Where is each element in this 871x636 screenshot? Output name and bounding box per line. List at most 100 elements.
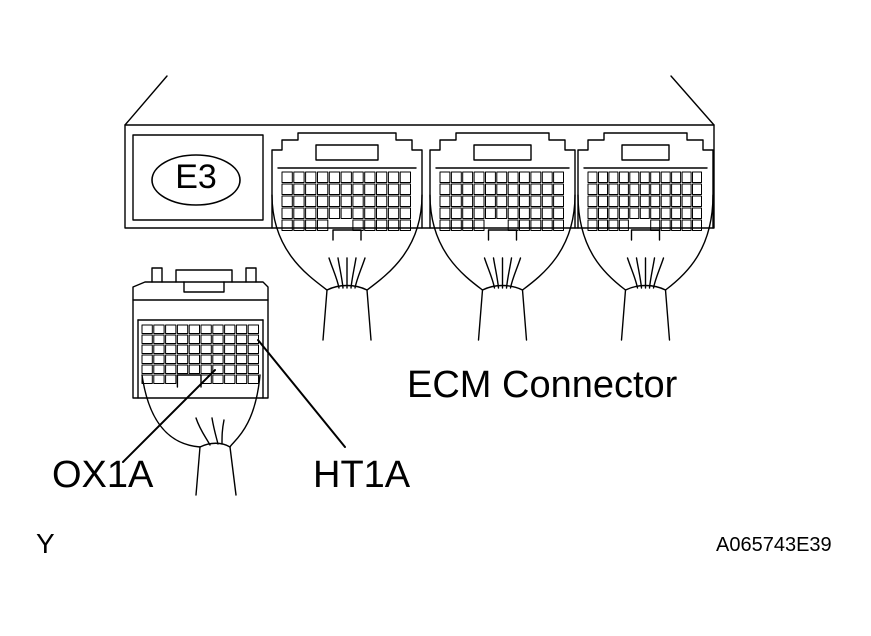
connector-key — [332, 229, 362, 241]
terminal-cavity — [305, 207, 317, 219]
terminal-cavity — [281, 183, 293, 195]
terminal-cavity — [650, 183, 661, 195]
wire — [652, 257, 665, 289]
connector-key — [176, 374, 202, 388]
terminal-cavity — [519, 207, 530, 219]
terminal-cavity — [212, 364, 224, 374]
terminal-cavity — [399, 219, 412, 231]
terminal-cavity — [629, 171, 640, 183]
terminal-cavity — [541, 195, 553, 207]
terminal-cavity — [328, 207, 341, 219]
terminal-cavity — [530, 219, 542, 231]
terminal-cavity — [293, 207, 305, 219]
terminal-cavity — [141, 334, 153, 344]
ecm-connector-1 — [271, 132, 423, 341]
cable-left — [477, 289, 484, 341]
terminal-cavity — [650, 171, 661, 183]
connector-key — [487, 229, 518, 241]
ox1a-terminal-label: OX1A — [52, 454, 154, 496]
terminal-cavity — [376, 207, 388, 219]
terminal-cavity — [629, 195, 640, 207]
terminal-cavity — [224, 354, 236, 364]
terminal-cavity — [507, 219, 519, 231]
terminal-cavity — [608, 183, 619, 195]
terminal-cavity — [317, 219, 329, 231]
loom-right — [366, 194, 423, 291]
terminal-cavity — [305, 171, 317, 183]
cable-left — [322, 289, 328, 341]
side-connector-terminals — [141, 324, 259, 388]
terminal-cavity — [293, 183, 305, 195]
terminal-cavity — [507, 207, 519, 219]
terminal-cavity — [224, 364, 236, 374]
terminal-cavity — [587, 171, 598, 183]
terminal-cavity — [598, 219, 608, 231]
wire — [492, 257, 500, 289]
terminal-cavity — [553, 219, 564, 231]
cable-left — [620, 289, 627, 341]
terminal-cavity — [530, 207, 542, 219]
terminal-cavity — [692, 183, 702, 195]
ecm-housing — [124, 75, 715, 229]
terminal-cavity — [188, 364, 200, 374]
wire — [337, 257, 344, 289]
terminal-cavity — [541, 219, 553, 231]
terminal-cavity — [141, 324, 153, 334]
terminal-cavity — [224, 334, 236, 344]
terminal-cavity — [553, 183, 564, 195]
terminal-cavity — [200, 364, 212, 374]
terminal-cavity — [608, 207, 619, 219]
connector-key — [630, 229, 661, 241]
wire — [350, 257, 357, 289]
terminal-cavity — [639, 183, 650, 195]
terminal-cavity — [176, 324, 189, 334]
terminal-cavity — [450, 183, 462, 195]
terminal-cavity — [519, 183, 530, 195]
terminal-cavity — [281, 171, 293, 183]
terminal-cavity — [165, 334, 177, 344]
terminal-cavity — [553, 195, 564, 207]
terminal-cavity — [485, 171, 496, 183]
terminal-cavity — [692, 219, 702, 231]
terminal-cavity — [352, 207, 364, 219]
terminal-cavity — [281, 219, 293, 231]
terminal-cavity — [541, 183, 553, 195]
terminal-cavity — [639, 195, 650, 207]
loom-right — [521, 194, 576, 291]
loom-left — [429, 194, 484, 291]
terminal-cavity — [305, 219, 317, 231]
terminal-cavity — [660, 195, 671, 207]
terminal-cavity — [618, 207, 629, 219]
ox1a-leader-line — [122, 369, 216, 463]
loom-right — [664, 194, 714, 291]
terminal-cavity — [553, 171, 564, 183]
terminal-cavity — [399, 195, 412, 207]
corner-letter: Y — [36, 528, 55, 559]
terminal-cavity — [660, 219, 671, 231]
terminal-cavity — [352, 183, 364, 195]
terminal-cavity — [462, 171, 474, 183]
terminal-cavity — [587, 195, 598, 207]
wire — [505, 257, 513, 289]
terminal-cavity — [587, 183, 598, 195]
terminal-cavity — [376, 171, 388, 183]
terminal-cavity — [235, 344, 248, 354]
terminal-cavity — [450, 171, 462, 183]
terminal-cavity — [340, 195, 352, 207]
terminal-cavity — [692, 207, 702, 219]
terminal-cavity — [141, 354, 153, 364]
terminal-cavity — [681, 195, 692, 207]
terminal-cavity — [247, 354, 259, 364]
terminal-cavity — [530, 195, 542, 207]
terminal-cavity — [587, 219, 598, 231]
vehicle-side-connector — [132, 267, 269, 496]
terminal-cavity — [305, 183, 317, 195]
cable-right — [366, 289, 372, 341]
terminal-cavity — [692, 171, 702, 183]
terminal-cavity — [387, 171, 400, 183]
terminal-cavity — [507, 183, 519, 195]
terminal-cavity — [235, 364, 248, 374]
terminal-cavity — [496, 195, 508, 207]
terminal-cavity — [188, 334, 200, 344]
